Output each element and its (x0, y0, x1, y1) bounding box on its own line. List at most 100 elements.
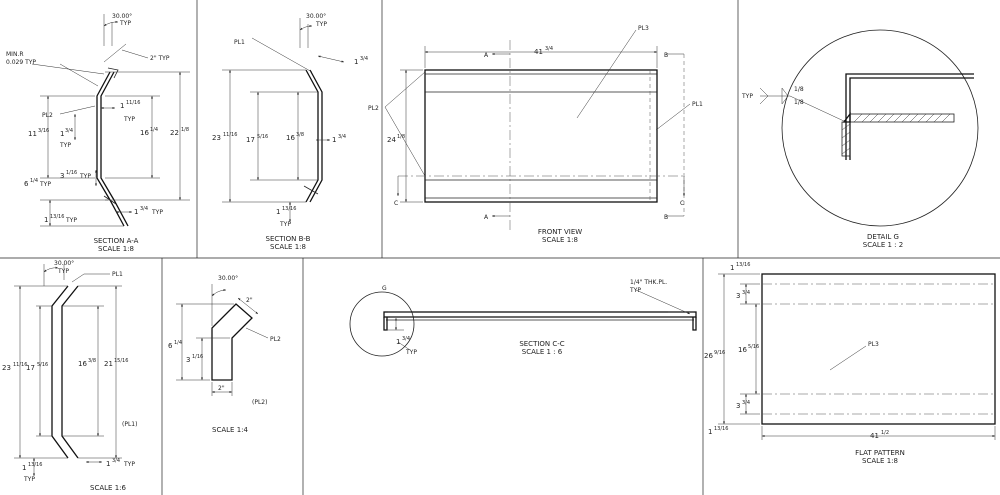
h-3-typ: TYP (79, 173, 91, 180)
h-6-frac: 1/4 (30, 178, 38, 184)
flat-pattern-outline (761, 273, 996, 425)
detail-g-scale: SCALE 1 : 2 (863, 241, 903, 249)
h-26-frac: 9/16 (714, 350, 725, 356)
pl2-profile (211, 303, 253, 381)
h-23-whole: 23 (212, 134, 221, 142)
h-1-13-whole: 1 (22, 464, 26, 472)
detail-g-labels: TYP 1/8 1/8 DETAIL G SCALE 1 : 2 (741, 86, 903, 249)
detail-g-geometry (841, 73, 974, 160)
w-41-whole: 41 (534, 48, 543, 56)
pl1-dimensions (14, 264, 122, 476)
w-1-34-typ: TYP (123, 461, 135, 468)
front-view-outline (398, 40, 684, 232)
h-1-34-typ: TYP (59, 142, 71, 149)
h-16-frac: 1/4 (150, 127, 158, 133)
angle-label: 30.00° (112, 13, 132, 20)
h-1-13-frac: 13/16 (28, 462, 42, 468)
flat-pattern-labels: 1 13/16 3 3/4 16 5/16 26 9/16 3 3/4 1 13… (704, 262, 905, 465)
thk-label: 1/4" THK.PL. (630, 279, 667, 286)
section-bb-view: 30.00° TYP PL1 1 3/4 23 11/16 17 5/16 16… (212, 13, 368, 251)
w-1-34b-whole: 1 (332, 136, 336, 144)
pl2-label: PL2 (42, 112, 53, 119)
top-1-13-frac: 13/16 (736, 262, 750, 268)
angle-label: 30.00° (54, 260, 74, 267)
w-2-label: 2" (218, 385, 225, 392)
min-r-label: MIN.R (6, 51, 24, 58)
section-c-left-label: C (394, 200, 398, 207)
h-1-34-typ: TYP (405, 349, 417, 356)
length-2-typ: 2" TYP (150, 55, 170, 62)
bot-1-13-frac: 13/16 (714, 426, 728, 432)
h-1-13-typ: TYP (65, 217, 77, 224)
pl1-scale: SCALE 1:6 (90, 484, 126, 492)
pl3-label: PL3 (638, 25, 649, 32)
w-1-11-whole: 1 (120, 102, 124, 110)
h-16-whole: 16 (286, 134, 295, 142)
h-16-frac: 3/8 (88, 358, 96, 364)
w-1-34-frac: 3/4 (360, 56, 368, 62)
pl2-dimensions (176, 284, 269, 396)
section-aa-title: SECTION A-A (94, 237, 139, 245)
h-17-whole: 17 (246, 136, 255, 144)
section-aa-labels: 30.00° TYP MIN.R 0.029 TYP 2" TYP PL2 11… (6, 13, 189, 253)
flat-pattern-scale: SCALE 1:8 (862, 457, 898, 465)
h-23-frac: 11/16 (223, 132, 237, 138)
pl1-view: 30.00° TYP PL1 23 11/16 17 5/16 16 3/8 2… (2, 260, 137, 492)
pl2-labels: 30.00° 2" PL2 6 1/4 3 1/16 2" (PL2) SCAL… (168, 275, 281, 434)
h-1-34-frac: 3/4 (65, 128, 73, 134)
angle-typ-label: TYP (57, 268, 69, 275)
pl1-label: PL1 (234, 39, 245, 46)
section-cc-labels: G 1/4" THK.PL. TYP 1 3/4 TYP SECTION C-C… (382, 279, 667, 356)
section-bb-dimensions (222, 18, 345, 222)
h-1-13-whole: 1 (276, 208, 280, 216)
detail-g-title: DETAIL G (867, 233, 899, 241)
h-16-whole: 16 (140, 129, 149, 137)
flat-pattern-view: 1 13/16 3 3/4 16 5/16 26 9/16 3 3/4 1 13… (704, 262, 996, 465)
h-26-whole: 26 (704, 352, 713, 360)
h-11-frac: 3/16 (38, 128, 49, 134)
typ-label: TYP (741, 93, 753, 100)
h-1-34-whole: 1 (396, 338, 400, 346)
w-1-11-typ: TYP (123, 116, 135, 123)
h-17-frac: 5/16 (257, 134, 268, 140)
section-bb-labels: 30.00° TYP PL1 1 3/4 23 11/16 17 5/16 16… (212, 13, 368, 251)
pl1-profile (51, 285, 79, 459)
pl1-label: PL1 (692, 101, 703, 108)
w-1-34b-frac: 3/4 (338, 134, 346, 140)
section-aa-view: 30.00° TYP MIN.R 0.029 TYP 2" TYP PL2 11… (6, 13, 190, 253)
detail-g-view: TYP 1/8 1/8 DETAIL G SCALE 1 : 2 (741, 29, 979, 249)
pl1-label: PL1 (112, 271, 123, 278)
section-b-top-label: B (664, 52, 668, 59)
pl3-label: PL3 (868, 341, 879, 348)
d-16-frac: 5/16 (748, 344, 759, 350)
h-22-frac: 1/8 (181, 127, 189, 133)
section-cc-profile (383, 311, 697, 331)
section-c-right-label: C (680, 200, 684, 207)
pl2-label: PL2 (270, 336, 281, 343)
angle-typ-label: TYP (315, 21, 327, 28)
w-1-34b-whole: 1 (134, 208, 138, 216)
h-17-whole: 17 (26, 364, 35, 372)
weld-symbol (759, 87, 847, 123)
detail-g-callout: G (382, 285, 387, 292)
w-41-frac: 1/2 (881, 430, 889, 436)
h-24-frac: 1/8 (397, 134, 405, 140)
section-bb-scale: SCALE 1:8 (270, 243, 306, 251)
h-24-whole: 24 (387, 136, 396, 144)
angle-typ-label: TYP (119, 20, 131, 27)
h-23-whole: 23 (2, 364, 11, 372)
front-view-title: FRONT VIEW (538, 228, 582, 236)
pl2-scale: SCALE 1:4 (212, 426, 248, 434)
top-1-13-whole: 1 (730, 264, 734, 272)
w-41-whole: 41 (870, 432, 879, 440)
h-6-whole: 6 (24, 180, 29, 188)
section-cc-dimensions (386, 289, 691, 351)
angle-label: 30.00° (218, 275, 238, 282)
pl1-labels: 30.00° TYP PL1 23 11/16 17 5/16 16 3/8 2… (2, 260, 137, 492)
d-3-34b-frac: 3/4 (742, 400, 750, 406)
section-bb-title: SECTION B-B (266, 235, 311, 243)
section-aa-dimensions (31, 14, 190, 227)
h-11-whole: 11 (28, 130, 37, 138)
